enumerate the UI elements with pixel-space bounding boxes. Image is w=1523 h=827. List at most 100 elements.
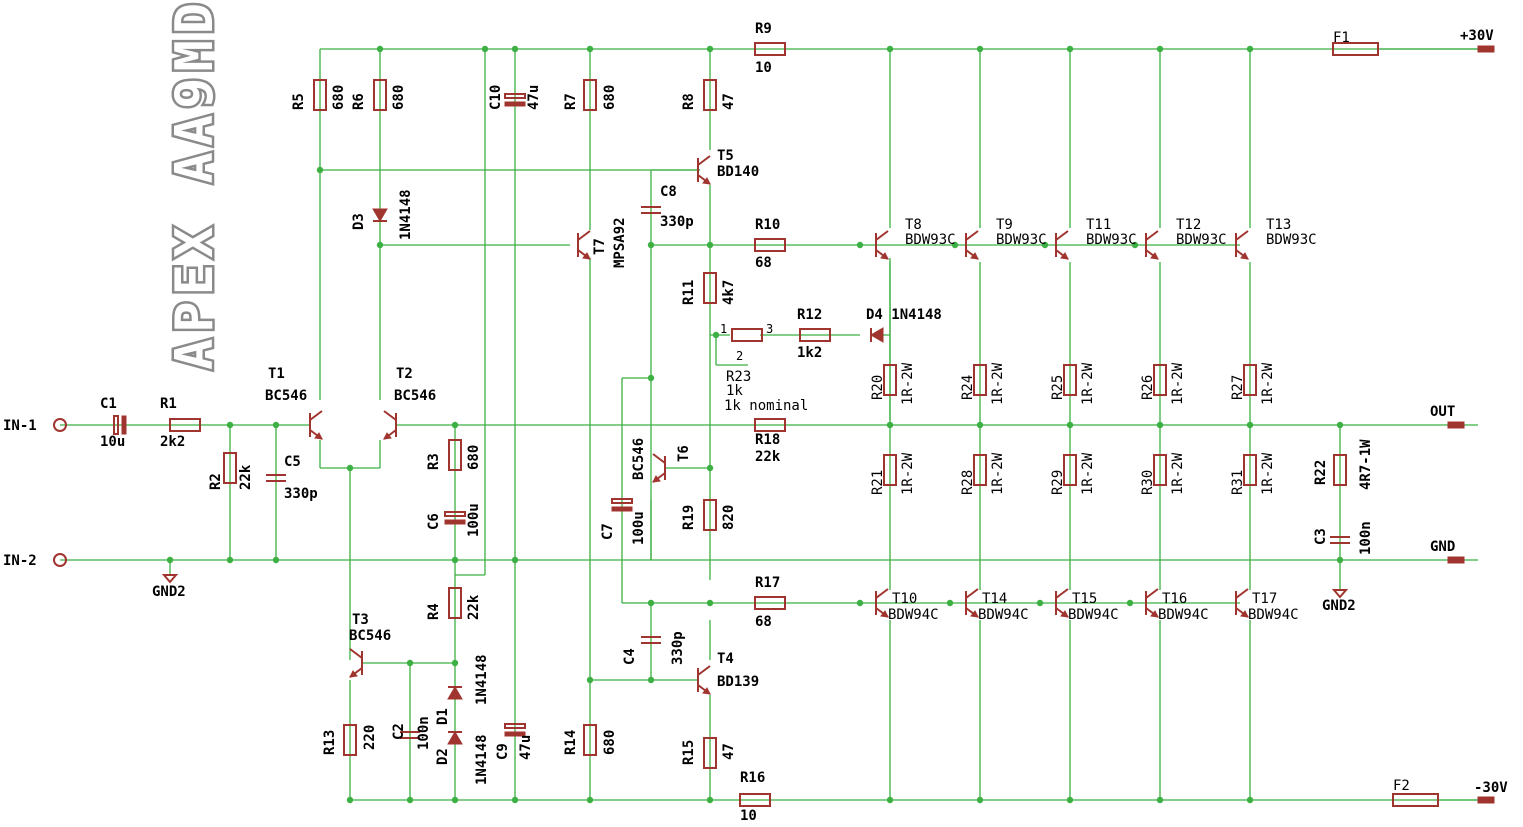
input-terminal <box>53 553 67 567</box>
junction-dot <box>451 659 459 667</box>
label-r18v: 22k <box>755 449 781 465</box>
transistor-collector <box>875 588 889 599</box>
label-r13v: 220 <box>362 725 378 750</box>
label-t14v: BDW94C <box>978 607 1029 623</box>
label-r27v: 1R-2W <box>1260 362 1276 405</box>
electrolytic-capacitor <box>113 415 119 435</box>
transistor-collector <box>965 230 979 241</box>
label-r2v: 22k <box>238 464 254 490</box>
junction-dot <box>1336 556 1344 564</box>
label-r4v: 22k <box>466 594 482 620</box>
junction-dot <box>376 45 384 53</box>
junction-dot <box>976 45 984 53</box>
diode <box>870 327 884 343</box>
label-r12v: 1k2 <box>797 345 822 361</box>
electrolytic-capacitor <box>504 723 526 729</box>
resistor <box>703 79 717 111</box>
junction-dot <box>706 45 714 53</box>
transistor-collector <box>383 410 397 421</box>
transistor-arrow <box>314 432 323 440</box>
rail-neg-label: -30V <box>1474 780 1508 796</box>
junction-dot <box>586 45 594 53</box>
out-label: OUT <box>1430 404 1455 420</box>
junction-dot <box>946 599 954 607</box>
label-t8v: BDW93C <box>905 232 956 248</box>
diode <box>447 731 463 745</box>
resistor <box>799 328 831 342</box>
label-c10v: 47u <box>526 85 542 110</box>
resistor <box>1153 364 1167 396</box>
junction-dot <box>226 556 234 564</box>
label-r10v: 68 <box>755 255 772 271</box>
transistor-collector <box>652 453 666 464</box>
rail-pos-label: +30V <box>1460 28 1494 44</box>
junction-dot <box>647 676 655 684</box>
fuse <box>1392 793 1439 807</box>
label-d1n: D1 <box>435 708 451 725</box>
junction-dot <box>586 676 594 684</box>
junction-dot <box>647 599 655 607</box>
resistor <box>883 364 897 396</box>
label-r30v: 1R-2W <box>1170 452 1186 495</box>
label-c4n: C4 <box>622 648 638 665</box>
junction-dot <box>511 796 519 804</box>
junction-dot <box>1066 421 1074 429</box>
junction-dot <box>346 796 354 804</box>
label-t1n: T1 <box>268 366 285 382</box>
label-t9v: BDW93C <box>996 232 1047 248</box>
label-r18n: R18 <box>755 432 780 448</box>
label-r1v: 2k2 <box>160 434 185 450</box>
transistor-arrow <box>880 610 889 618</box>
label-d3v: 1N4148 <box>398 189 414 240</box>
junction-dot <box>1126 599 1134 607</box>
resistor <box>754 238 786 252</box>
transistor-arrow <box>1060 610 1069 618</box>
label-r25v: 1R-2W <box>1080 362 1096 405</box>
transistor-arrow <box>970 610 979 618</box>
junction-dot <box>1041 241 1049 249</box>
fuse <box>1332 42 1379 56</box>
junction-dot <box>886 45 894 53</box>
label-t1v: BC546 <box>265 388 307 404</box>
junction-dot <box>1156 796 1164 804</box>
label-c9v: 47u <box>518 735 534 760</box>
label-r22v: 4R7-1W <box>1358 439 1374 490</box>
transistor-arrow <box>349 670 358 678</box>
diode <box>447 686 463 700</box>
transistor-collector <box>697 155 711 166</box>
transistor-collector <box>1055 230 1069 241</box>
label-r27n: R27 <box>1230 375 1246 400</box>
label-gnd2b: GND2 <box>1322 598 1356 614</box>
transistor-collector <box>1055 588 1069 599</box>
label-t14n: T14 <box>982 591 1007 607</box>
label-r3v: 680 <box>466 445 482 470</box>
label-t3n: T3 <box>352 612 369 628</box>
electrolytic-capacitor <box>121 415 127 435</box>
junction-dot <box>451 556 459 564</box>
label-t3v: BC546 <box>349 628 391 644</box>
label-r15v: 47 <box>721 743 737 760</box>
transistor-collector <box>697 665 711 676</box>
resistor <box>703 737 717 769</box>
electrolytic-capacitor <box>611 506 633 512</box>
label-r16n: R16 <box>740 770 765 786</box>
label-r14v: 680 <box>602 730 618 755</box>
label-r8v: 47 <box>721 93 737 110</box>
junction-dot <box>1246 421 1254 429</box>
junction-dot <box>1336 421 1344 429</box>
label-r19n: R19 <box>681 505 697 530</box>
input-terminal <box>53 418 67 432</box>
label-c8v: 330p <box>660 214 694 230</box>
gnd-label: GND <box>1430 539 1455 555</box>
label-t17n: T17 <box>1252 591 1277 607</box>
electrolytic-capacitor <box>444 511 466 517</box>
label-t16n: T16 <box>1162 591 1187 607</box>
label-r21n: R21 <box>870 470 886 495</box>
label-r29n: R29 <box>1050 470 1066 495</box>
junction-dot <box>706 464 714 472</box>
label-r24n: R24 <box>960 375 976 400</box>
label-r20v: 1R-2W <box>900 362 916 405</box>
junction-dot <box>712 331 720 339</box>
label-r6v: 680 <box>391 85 407 110</box>
resistor <box>448 587 462 619</box>
